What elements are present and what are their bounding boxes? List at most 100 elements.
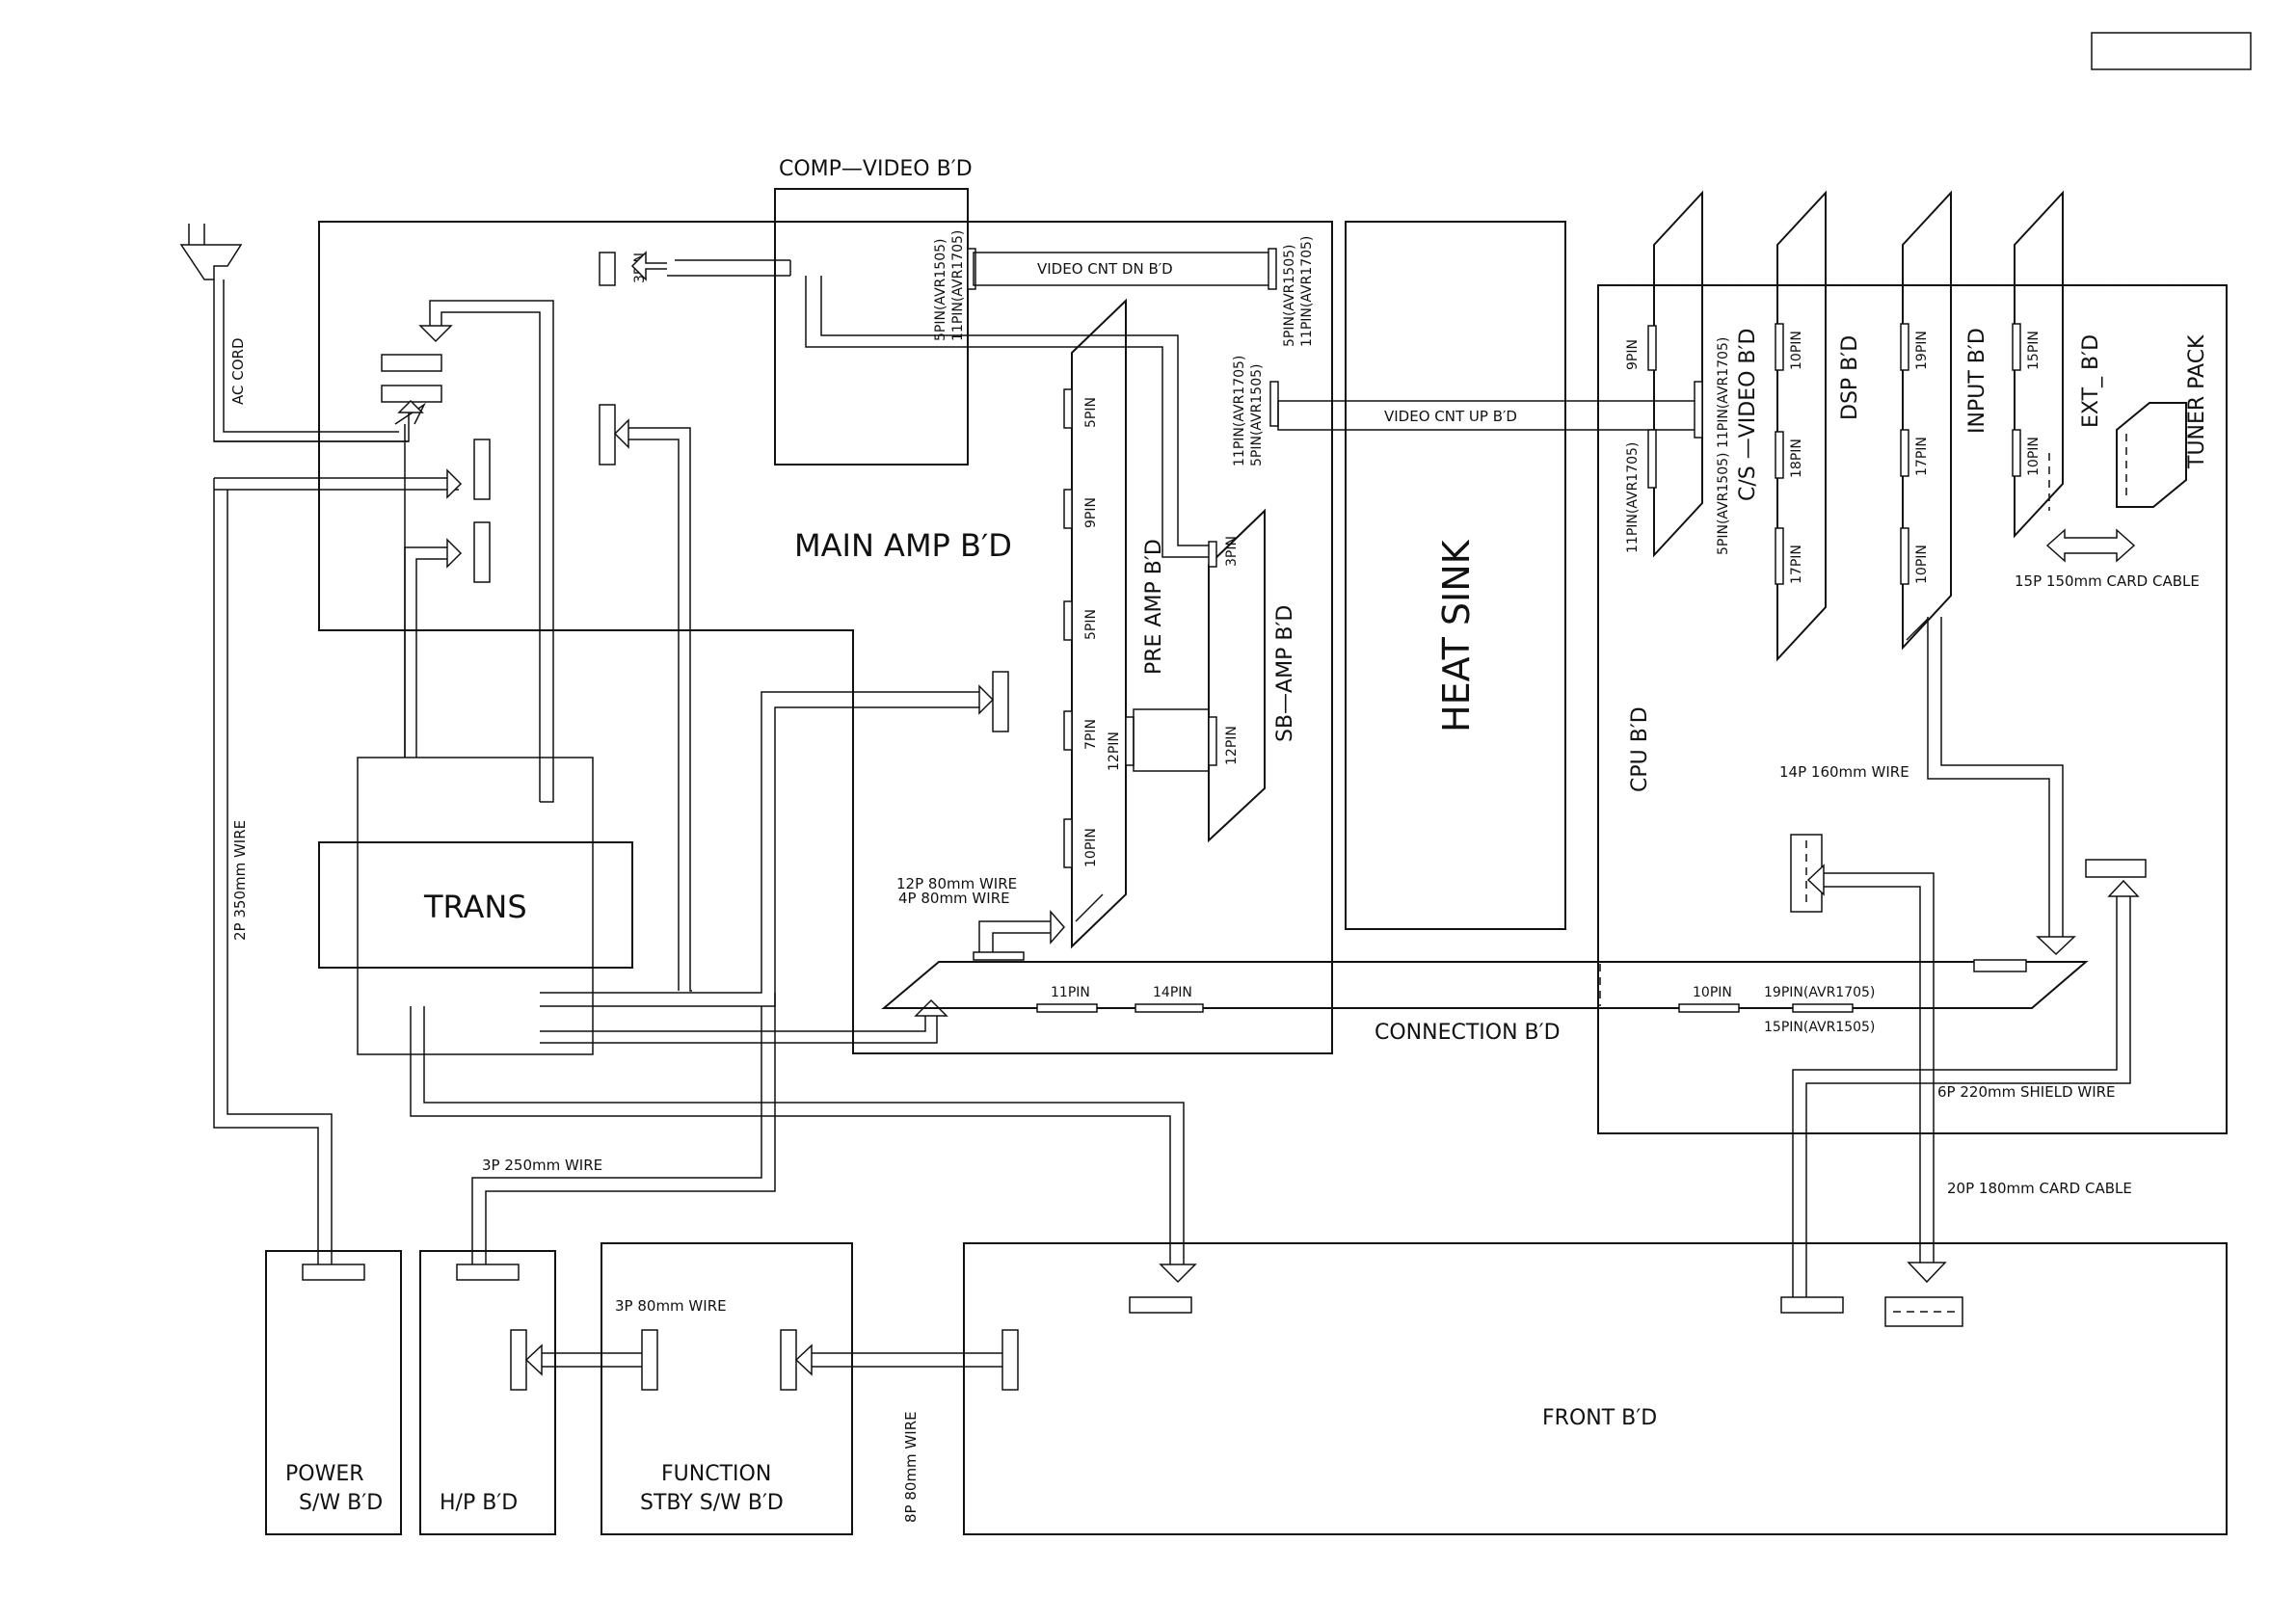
video-cnt-dn-label: VIDEO CNT DN B′D <box>1037 260 1173 278</box>
heat-sink-label: HEAT SINK <box>1435 539 1478 732</box>
wire-2p-350-label: 2P 350mm WIRE <box>231 820 249 941</box>
ac-connector-b <box>381 385 442 403</box>
cs-video-label: C/S —VIDEO B′D <box>1736 329 1760 501</box>
hp-connector <box>456 1264 520 1281</box>
pa-12pin-connector <box>1125 716 1135 766</box>
cpu-9pin-label: 9PIN <box>1625 339 1641 370</box>
sb-3pin-label: 3PIN <box>1224 536 1240 567</box>
con-11pin-label: 11PIN <box>1051 985 1090 1000</box>
dsp-18pin-label: 18PIN <box>1789 439 1804 478</box>
sb-12pin-connector <box>1208 716 1217 766</box>
power-connector <box>302 1264 365 1281</box>
pa-5pin-a-label: 5PIN <box>1083 397 1099 428</box>
cpu-label: CPU B′D <box>1628 706 1652 792</box>
video-up-connector <box>1269 381 1279 427</box>
function-label-1: FUNCTION <box>661 1462 771 1486</box>
wire-14p-160-label: 14P 160mm WIRE <box>1779 763 1909 781</box>
in-19pin-connector <box>1900 323 1909 371</box>
cpu-9pin-connector <box>1647 325 1657 371</box>
connection-label: CONNECTION B′D <box>1375 1021 1561 1045</box>
video-cnt-up-label: VIDEO CNT UP B′D <box>1384 408 1517 425</box>
main-amp-label: MAIN AMP B′D <box>794 527 1012 564</box>
ac-cord-label: AC CORD <box>229 338 247 406</box>
front-connector-1 <box>1129 1296 1192 1314</box>
cpu-11pin-connector <box>1647 429 1657 489</box>
dsp-10pin-connector <box>1775 323 1784 371</box>
pa-5pin-b-label: 5PIN <box>1083 609 1099 640</box>
tuner-pack <box>2116 402 2187 508</box>
comp-video-label: COMP—VIDEO B′D <box>779 157 973 181</box>
dsp-18pin-connector <box>1775 431 1784 479</box>
con-11pin-connector <box>1036 1003 1098 1013</box>
pre-amp-label: PRE AMP B′D <box>1142 539 1166 675</box>
pa-5pin-a-connector <box>1063 388 1073 429</box>
function-stby-board <box>601 1242 853 1535</box>
cv-5pin-label: 5PIN(AVR1505) <box>933 239 948 342</box>
front-label: FRONT B′D <box>1542 1406 1657 1430</box>
in-10pin-label: 10PIN <box>1914 545 1930 584</box>
dsp-17pin-label: 17PIN <box>1789 545 1804 584</box>
in-17pin-label: 17PIN <box>1914 437 1930 476</box>
wire-3p-250-label: 3P 250mm WIRE <box>482 1157 602 1174</box>
hp-side-connector <box>510 1329 527 1391</box>
pre-sb-ribbon <box>1133 708 1210 772</box>
sb-12pin-label: 12PIN <box>1224 726 1240 765</box>
main-3pin-connector <box>599 252 616 286</box>
main-connector-low <box>992 671 1009 732</box>
vdn-5pin-label: 5PIN(AVR1505) <box>1282 245 1297 348</box>
func-connector-a <box>641 1329 658 1391</box>
input-board <box>1902 190 1952 651</box>
trans-connector-b <box>473 521 491 583</box>
pa-9pin-connector <box>1063 489 1073 529</box>
in-10pin-connector <box>1900 527 1909 585</box>
comp-video-board <box>774 188 969 466</box>
dsp-10pin-label: 10PIN <box>1789 331 1804 370</box>
function-label-2: STBY S/W B′D <box>640 1491 784 1515</box>
vup-5pin-label: 5PIN(AVR1505) <box>1249 364 1265 467</box>
connection-board <box>881 961 2089 1009</box>
cs-connector <box>1694 381 1703 439</box>
conn-small-a <box>973 951 1025 961</box>
con-10pin-connector <box>1678 1003 1740 1013</box>
front-board <box>963 1242 2228 1535</box>
trans-label: TRANS <box>423 889 527 925</box>
front-side-connector <box>1001 1329 1019 1391</box>
ac-cord-wire-b <box>223 279 399 433</box>
pre-amp-board <box>1071 298 1127 949</box>
wire-4p-80-label: 4P 80mm WIRE <box>898 890 1010 907</box>
pa-10pin-connector <box>1063 818 1073 868</box>
con-14pin-label: 14PIN <box>1153 985 1192 1000</box>
dsp-label: DSP B′D <box>1838 335 1862 420</box>
ac-connector-a <box>381 354 442 372</box>
ext-label: EXT_ B′D <box>2079 334 2103 428</box>
pa-7pin-label: 7PIN <box>1083 719 1099 750</box>
wire-6p-220-label: 6P 220mm SHIELD WIRE <box>1937 1083 2116 1101</box>
input-label: INPUT B′D <box>1965 328 1989 434</box>
wire-12p-80-label: 12P 80mm WIRE <box>896 875 1017 892</box>
dsp-17pin-connector <box>1775 527 1784 585</box>
pa-5pin-b-connector <box>1063 600 1073 641</box>
ext-10pin-label: 10PIN <box>2026 437 2042 476</box>
func-connector-b <box>780 1329 797 1391</box>
trans-box <box>318 841 633 969</box>
cpu-connector-h <box>2085 859 2147 878</box>
heat-sink <box>1345 221 1566 930</box>
ac-plug-icon <box>179 224 243 280</box>
vup-11pin-label: 11PIN(AVR1705) <box>1232 356 1247 466</box>
pa-7pin-connector <box>1063 710 1073 751</box>
con-14p-connector <box>1973 959 2027 972</box>
sb-3pin-connector <box>1208 541 1217 568</box>
cs-video-board <box>1653 190 1703 558</box>
ext-10pin-connector <box>2012 429 2021 477</box>
dsp-board <box>1776 190 1827 662</box>
con-14pin-connector <box>1135 1003 1204 1013</box>
main-connector-mid <box>599 404 616 466</box>
hp-board <box>419 1250 556 1535</box>
pa-10pin-label: 10PIN <box>1083 828 1099 867</box>
vdn-11pin-label: 11PIN(AVR1705) <box>1299 236 1315 347</box>
in-19pin-label: 19PIN <box>1914 331 1930 370</box>
wire-3p-80-label: 3P 80mm WIRE <box>615 1297 727 1315</box>
power-label-2: S/W B′D <box>299 1491 383 1515</box>
title-frame-box <box>2091 32 2252 70</box>
